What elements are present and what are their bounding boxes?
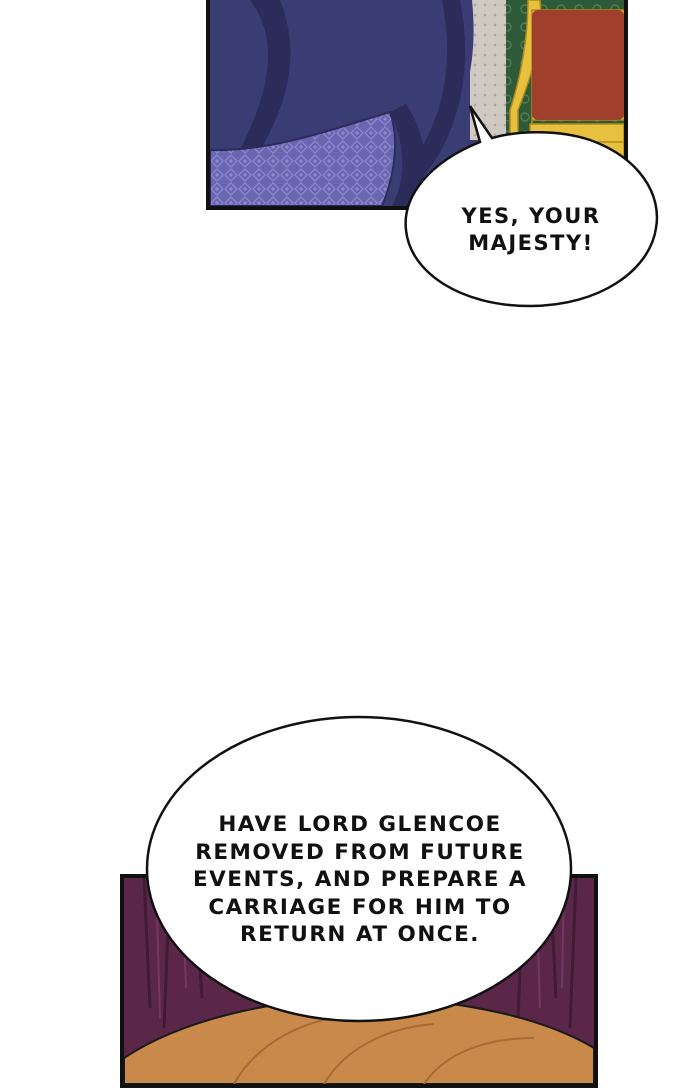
silver-brocade [470, 0, 510, 140]
speech-bubble-1-text: YES, YOUR MAJESTY! [461, 204, 601, 255]
throne-red-cushion [532, 10, 624, 120]
top-panel-artwork [210, 0, 624, 206]
top-comic-panel [206, 0, 628, 210]
throne-arm [529, 123, 624, 143]
coat-fold-shadow [240, 0, 291, 150]
speech-bubble-2-text: HAVE LORD GLENCOE REMOVED FROM FUTURE EV… [192, 812, 528, 948]
coat-edge-shadow [406, 0, 466, 176]
lace-vest [210, 110, 396, 206]
